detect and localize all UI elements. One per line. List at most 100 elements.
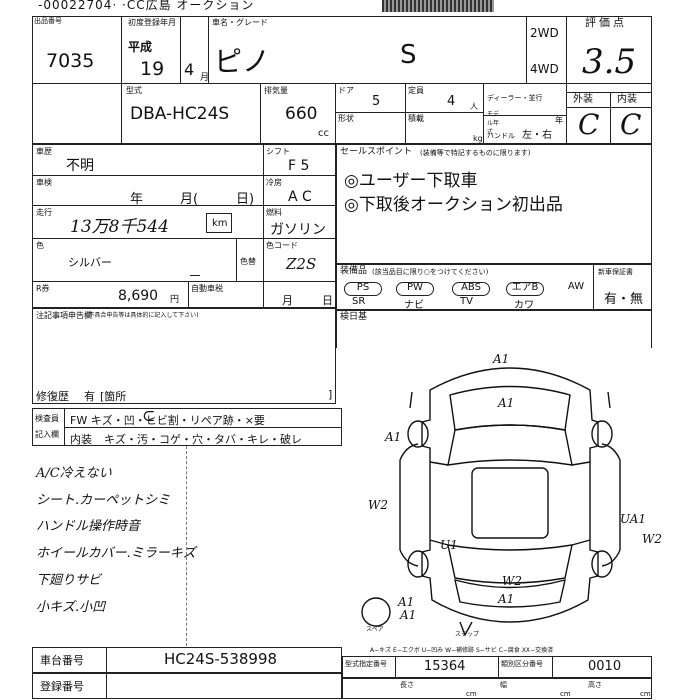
displacement-label: 排気量 xyxy=(264,86,288,95)
vehicle-name-label: 車名・グレード xyxy=(212,18,268,27)
registration-month: 4 xyxy=(184,60,195,79)
equipment-item-top: PS xyxy=(344,282,382,296)
fuel-label: 燃料 xyxy=(266,208,282,217)
color-replace-label: 色替 xyxy=(240,257,256,266)
inspector-row2-label: 内装 xyxy=(70,433,92,446)
height-cm: cm xyxy=(640,690,651,698)
equipment-item-bottom: カワ xyxy=(514,300,534,311)
chassis-value: HC24S-538998 xyxy=(164,650,278,668)
handwritten-note: 小キズ.小凹 xyxy=(36,600,106,615)
handwritten-note: 下廻りサビ xyxy=(36,573,102,588)
damage-mark: W2 xyxy=(642,532,662,546)
interior-grade: C xyxy=(620,108,642,141)
plate-label: 登録番号 xyxy=(40,680,84,693)
capacity-label: 定員 xyxy=(408,86,424,95)
notes-label: 注記事項申告欄 xyxy=(36,311,92,320)
inspection-day-unit: 日) xyxy=(236,192,255,207)
spare-label: スペア xyxy=(366,626,384,633)
class-number-value: 0010 xyxy=(588,659,622,674)
dealer-label: ディーラー・並行 xyxy=(487,94,543,102)
shape-label: 形状 xyxy=(338,114,354,123)
top-strip-text: -00022704· ·CC広島 オークション xyxy=(38,0,255,12)
capacity-value: 4 xyxy=(447,94,456,109)
repair-location: [箇所 xyxy=(100,390,127,403)
equipment-box xyxy=(336,264,652,310)
warranty-value: 有・無 xyxy=(604,292,644,307)
inspector-mark: ⊂ xyxy=(142,406,156,425)
repair-close: ] xyxy=(328,388,333,401)
history-value: 不明 xyxy=(66,158,94,174)
chassis-row xyxy=(32,647,342,673)
model-label: 型式 xyxy=(126,86,142,95)
drive-4wd: 4WD xyxy=(530,62,559,76)
mileage-unit-box xyxy=(206,213,232,233)
doors-label: ドア xyxy=(338,86,354,95)
type-number-row xyxy=(342,656,652,678)
damage-mark: A1 xyxy=(385,430,402,444)
damage-mark: A1 xyxy=(400,608,417,622)
equipment-item-bottom: TV xyxy=(460,296,473,307)
equipment-item-top: エアB xyxy=(506,282,544,296)
car-damage-diagram xyxy=(361,367,621,637)
color-value: シルバー xyxy=(68,256,112,269)
sill-label: ステップ xyxy=(455,631,480,638)
mileage-value: 13万8千544 xyxy=(70,217,169,237)
sales-point-line2: ◎下取後オークション初出品 xyxy=(344,195,563,215)
tax-label: 自動車税 xyxy=(191,284,223,293)
handwritten-note: ホイールカバー.ミラーキズ xyxy=(36,546,196,561)
score-value: 3.5 xyxy=(582,42,637,82)
inspector-label: 検査員 xyxy=(35,414,59,423)
history-label: 車歴 xyxy=(36,147,52,156)
handwritten-note: ハンドル操作時音 xyxy=(36,519,141,534)
handle-label: ハンドル xyxy=(487,132,515,140)
diagram-frame xyxy=(336,310,652,348)
repair-label: 修復歴 xyxy=(36,390,69,403)
damage-mark: W2 xyxy=(368,498,388,512)
tax-day-unit: 日 xyxy=(322,294,333,307)
mileage-label: 走行 xyxy=(36,208,52,217)
equipment-item-bottom: SR xyxy=(352,296,366,307)
notes-sublabel: (不具合申告等は具体的に記入して下さい) xyxy=(86,312,199,319)
sales-point-box xyxy=(336,144,652,264)
lot-number: 7035 xyxy=(46,50,95,72)
redacted-strip xyxy=(382,0,494,12)
sales-point-label: セールスポイント xyxy=(340,147,413,157)
lot-label: 出品番号 xyxy=(34,17,62,25)
warranty-label: 新車保証書 xyxy=(598,268,633,276)
interior-label: 内装 xyxy=(617,94,637,105)
load-label: 積載 xyxy=(408,114,424,123)
diagram-label: 検日基 xyxy=(340,312,368,322)
sales-point-sublabel: (装備等で特記するものに限ります) xyxy=(420,149,531,157)
inspector-row1: FW キズ・凹・ヒビ割・リペア跡・×要 xyxy=(70,414,265,427)
recycle-unit: 円 xyxy=(170,295,180,305)
fuel-value: ガソリン xyxy=(270,222,326,238)
equipment-item-bottom: ナビ xyxy=(404,300,424,311)
drive-2wd: 2WD xyxy=(530,26,559,40)
plate-row xyxy=(32,673,342,699)
length-label: 長さ xyxy=(400,681,414,689)
mileage-unit: km xyxy=(212,218,228,229)
inspection-label: 車検 xyxy=(36,178,52,187)
registration-year: 19 xyxy=(140,58,165,80)
damage-mark: U1 xyxy=(440,538,458,552)
color-label: 色 xyxy=(36,241,44,250)
type-number-label: 型式指定番号 xyxy=(345,660,387,668)
damage-mark: A1 xyxy=(498,396,515,410)
class-number-label: 類別区分番号 xyxy=(501,660,543,668)
model-year-label: モデル年式 xyxy=(487,111,500,136)
exterior-grade: C xyxy=(578,108,600,141)
shift-label: シフト xyxy=(266,147,290,156)
damage-mark: A1 xyxy=(493,352,510,366)
inspection-year-unit: 年 xyxy=(130,192,144,207)
exterior-label: 外装 xyxy=(573,94,593,105)
tax-month-unit: 月 xyxy=(282,294,293,307)
aircon-label: 冷房 xyxy=(266,178,282,187)
recycle-value: 8,690 xyxy=(118,288,159,304)
damage-mark: A1 xyxy=(398,595,415,609)
registration-era: 平成 xyxy=(128,40,153,54)
type-number-value: 15364 xyxy=(424,659,466,674)
registration-label: 初度登録年月 xyxy=(128,18,176,27)
damage-mark: UA1 xyxy=(620,512,647,526)
aircon-value: A C xyxy=(288,189,312,205)
inspector-sub: 記入欄 xyxy=(35,430,59,439)
